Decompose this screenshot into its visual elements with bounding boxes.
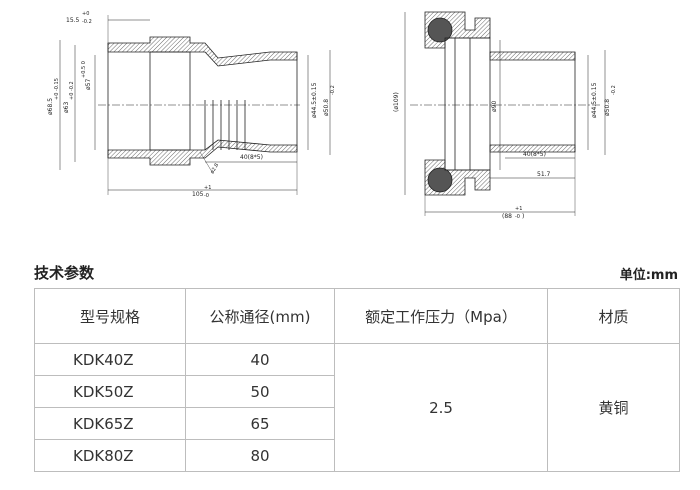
right-seal-bottom — [427, 167, 453, 193]
left-flange-block — [149, 51, 191, 151]
left-dim-fillet: ø2.8 — [210, 162, 221, 175]
right-dim-dia-109: (ø109) — [393, 92, 400, 112]
right-inner-body — [444, 37, 491, 171]
right-dim-dia-50: ø50.8 — [604, 99, 611, 116]
table-row: KDK65Z 65 — [34, 407, 680, 440]
left-dim-dia-44: ø44.5±0.15 — [311, 82, 318, 118]
right-seal-top — [427, 17, 453, 43]
left-dim-dia-50-tol: -0.2 — [330, 85, 336, 95]
left-dim-dia-63: ø63 — [63, 102, 70, 113]
header-material: 材质 — [547, 288, 680, 344]
left-dim-dia-57: ø57 — [85, 79, 92, 90]
spec-table: 型号规格 公称通径(mm) 额定工作压力（Mpa） 材质 KDK40Z 40 2… — [34, 288, 680, 472]
cell-model: KDK65Z — [34, 407, 186, 440]
table-row: KDK80Z 80 — [34, 439, 680, 472]
header-model: 型号规格 — [34, 288, 186, 344]
left-body-top-wall — [107, 36, 298, 67]
right-dim-dia-44: ø44.5±0.15 — [591, 82, 598, 118]
technical-drawing: 15.5 +0 -0.2 ø68.5 +0 -0.15 ø63 +0 -0.2 … — [47, 11, 617, 220]
cell-diameter: 65 — [185, 407, 335, 440]
left-dim-overall-length-tol-lower: -0 — [204, 193, 209, 199]
right-dim-overall-length-close: ) — [522, 213, 524, 220]
right-dim-overall-length-tol-lower: -0 — [515, 214, 520, 220]
left-dim-top-offset-tol-lower: -0.2 — [82, 19, 92, 25]
left-body-bottom-wall — [107, 139, 298, 166]
right-section-view — [404, 11, 606, 216]
left-dim-overall-length: 105 — [192, 191, 204, 198]
left-dim-dia-50: ø50.8 — [323, 99, 330, 116]
right-dim-overall-length: (88 — [502, 213, 512, 220]
cell-model: KDK40Z — [34, 343, 186, 376]
section-title: 技术参数 — [34, 264, 95, 282]
cell-model: KDK50Z — [34, 375, 186, 408]
unit-label: 单位:mm — [619, 268, 678, 283]
header-rated-pressure: 额定工作压力（Mpa） — [334, 288, 548, 344]
table-header-row: 型号规格 公称通径(mm) 额定工作压力（Mpa） 材质 — [34, 288, 680, 344]
cell-diameter: 40 — [185, 343, 335, 376]
cell-model: KDK80Z — [34, 439, 186, 472]
cell-material: 黄铜 — [547, 343, 680, 472]
right-dim-length-51: 51.7 — [537, 171, 551, 178]
header-nominal-diameter: 公称通径(mm) — [185, 288, 335, 344]
left-dim-top-offset-tol-upper: +0 — [82, 11, 89, 17]
table-row: KDK40Z 40 2.5 黄铜 — [34, 343, 680, 472]
left-dim-dia-57-tol: +0.5 0 — [81, 61, 87, 78]
left-dim-overall-length-tol-upper: +1 — [204, 185, 211, 191]
left-section-view — [59, 15, 331, 195]
left-dim-barb-length: 40(8*5) — [240, 154, 263, 161]
cell-pressure: 2.5 — [334, 343, 548, 472]
left-dim-dia-63-tol: +0 -0.2 — [69, 81, 75, 100]
right-tail-top-wall — [489, 51, 576, 61]
right-dim-overall-length-tol-upper: +1 — [515, 206, 522, 212]
left-barbs — [204, 100, 246, 150]
cell-diameter: 80 — [185, 439, 335, 472]
left-dim-top-offset: 15.5 — [66, 17, 80, 24]
right-dim-dia-90: ø90 — [491, 101, 498, 112]
right-dim-barb-length: 40(8*5) — [523, 151, 546, 158]
left-dim-dia-68-tol: +0 -0.15 — [54, 78, 60, 100]
left-dim-dia-68: ø68.5 — [47, 98, 54, 115]
cell-diameter: 50 — [185, 375, 335, 408]
right-dim-dia-50-tol: -0.2 — [611, 85, 617, 95]
